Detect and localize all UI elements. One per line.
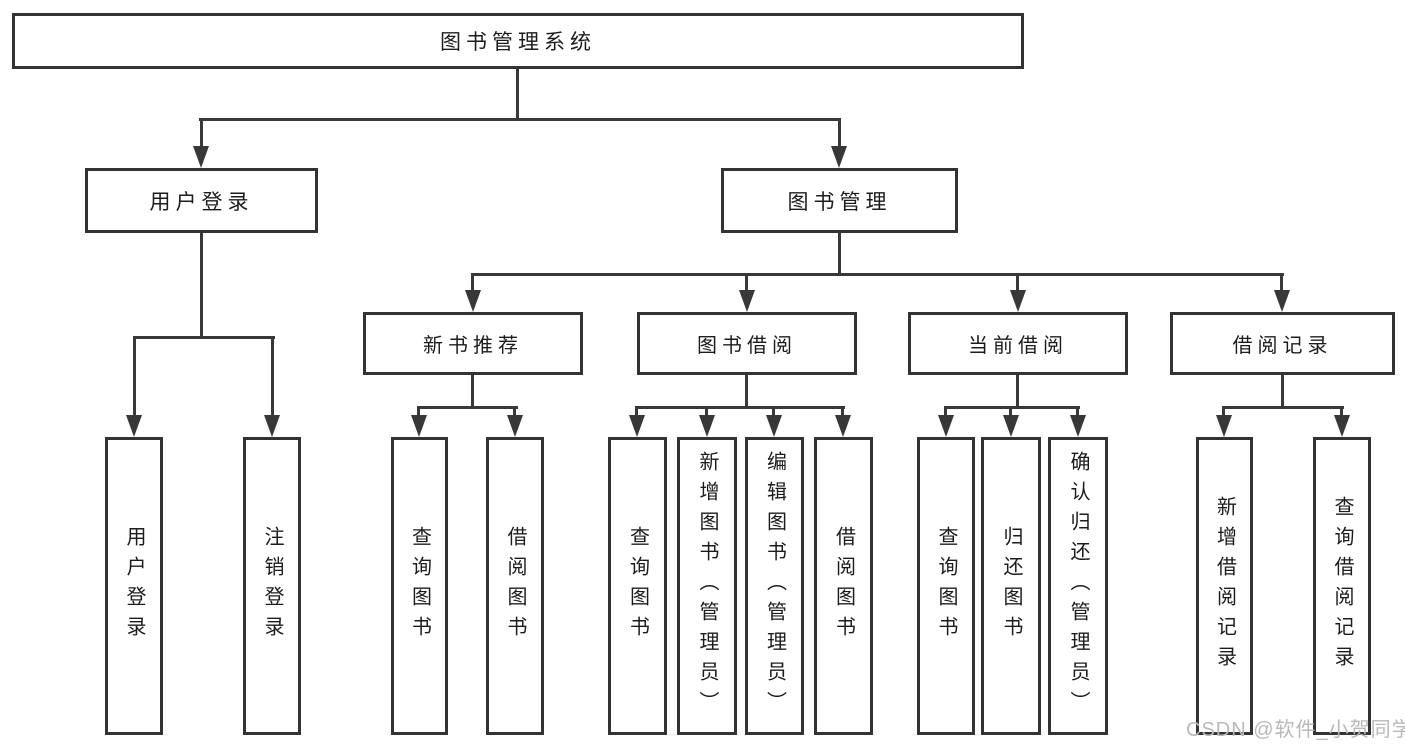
connector-line [199, 118, 841, 121]
connector-line [516, 69, 519, 121]
leaf-current-return-books: 归还图书 [981, 437, 1041, 735]
node-label: 编辑图书（管理员） [763, 451, 786, 721]
connector-line [1016, 375, 1019, 408]
connector-line [471, 375, 474, 408]
node-label: 新增图书（管理员） [696, 451, 718, 721]
connector-line [200, 233, 203, 338]
node-label: 查询图书 [626, 526, 649, 646]
connector-line [418, 406, 518, 409]
connector-line [635, 406, 638, 418]
leaf-records-query-borrow-record: 查询借阅记录 [1313, 437, 1371, 735]
leaf-records-add-borrow-record: 新增借阅记录 [1196, 437, 1253, 735]
connector-line [705, 406, 708, 418]
node-label: 新增借阅记录 [1213, 496, 1236, 676]
node-label: 借阅图书 [504, 526, 526, 646]
connector-line [1223, 406, 1344, 409]
node-current-borrowing: 当前借阅 [908, 312, 1128, 375]
node-new-book-recommend: 新书推荐 [363, 312, 583, 375]
leaf-current-confirm-return-admin: 确认归还（管理员） [1048, 437, 1108, 735]
arrowhead-icon [465, 290, 481, 312]
leaf-borrowing-query-books: 查询图书 [608, 437, 667, 735]
node-label: 归还图书 [1000, 526, 1022, 646]
leaf-borrowing-add-books-admin: 新增图书（管理员） [677, 437, 737, 735]
connector-line [745, 273, 748, 294]
connector-line [1281, 375, 1284, 408]
connector-line [838, 233, 841, 275]
connector-line [1009, 406, 1012, 418]
arrowhead-icon [699, 415, 715, 437]
arrowhead-icon [1274, 290, 1290, 312]
arrowhead-icon [739, 290, 755, 312]
node-label: 新书推荐 [423, 335, 523, 357]
node-label: 用户登录 [149, 190, 254, 214]
connector-line [472, 273, 1284, 276]
node-book-management-branch: 图书管理 [721, 168, 958, 233]
arrowhead-icon [938, 415, 954, 437]
node-label: 借阅记录 [1232, 335, 1333, 357]
node-label: 查询图书 [935, 526, 957, 646]
leaf-recommend-query-books: 查询图书 [391, 437, 448, 735]
leaf-user-login: 用户登录 [105, 437, 163, 735]
connector-line [1340, 406, 1343, 418]
connector-line [636, 406, 845, 409]
node-label: 图书管理 [787, 190, 892, 214]
connector-line [471, 273, 474, 294]
connector-line [945, 406, 1080, 409]
node-borrow-records: 借阅记录 [1170, 312, 1395, 375]
node-label: 查询图书 [408, 526, 431, 646]
connector-line [133, 336, 275, 339]
leaf-current-query-books: 查询图书 [917, 437, 975, 735]
node-label: 当前借阅 [968, 335, 1068, 357]
connector-line [745, 375, 748, 408]
connector-line [1076, 406, 1079, 418]
connector-line [1222, 406, 1225, 418]
node-label: 查询借阅记录 [1331, 496, 1353, 676]
node-label: 图书管理系统 [440, 31, 596, 54]
arrowhead-icon [1003, 415, 1019, 437]
arrowhead-icon [766, 415, 782, 437]
node-user-login-branch: 用户登录 [85, 168, 318, 233]
leaf-borrowing-edit-books-admin: 编辑图书（管理员） [745, 437, 804, 735]
node-label: 图书借阅 [697, 335, 797, 357]
arrowhead-icon [1070, 415, 1086, 437]
connector-line [513, 406, 516, 418]
node-label: 确认归还（管理员） [1067, 451, 1089, 721]
arrowhead-icon [1334, 415, 1350, 437]
arrowhead-icon [1010, 290, 1026, 312]
arrowhead-icon [126, 415, 142, 437]
arrowhead-icon [831, 146, 847, 168]
connector-line [772, 406, 775, 418]
connector-line [1280, 273, 1283, 294]
csdn-watermark: CSDN @软件_小贺同学 [1186, 719, 1405, 741]
arrowhead-icon [1216, 415, 1232, 437]
connector-line [200, 118, 203, 148]
node-label: 注销登录 [261, 526, 283, 646]
leaf-recommend-borrow-books: 借阅图书 [486, 437, 544, 735]
node-label: 用户登录 [123, 526, 145, 646]
connector-line [133, 336, 136, 418]
connector-line [944, 406, 947, 418]
leaf-user-logout: 注销登录 [243, 437, 301, 735]
connector-line [841, 406, 844, 418]
connector-line [417, 406, 420, 418]
node-root-library-system: 图书管理系统 [12, 13, 1024, 69]
connector-line [838, 118, 841, 148]
arrowhead-icon [835, 415, 851, 437]
node-label: 借阅图书 [832, 526, 855, 646]
node-book-borrowing: 图书借阅 [637, 312, 857, 375]
arrowhead-icon [507, 415, 523, 437]
arrowhead-icon [193, 146, 209, 168]
connector-line [271, 336, 274, 418]
arrowhead-icon [411, 415, 427, 437]
arrowhead-icon [264, 415, 280, 437]
leaf-borrowing-borrow-books: 借阅图书 [814, 437, 873, 735]
connector-line [1016, 273, 1019, 294]
arrowhead-icon [629, 415, 645, 437]
